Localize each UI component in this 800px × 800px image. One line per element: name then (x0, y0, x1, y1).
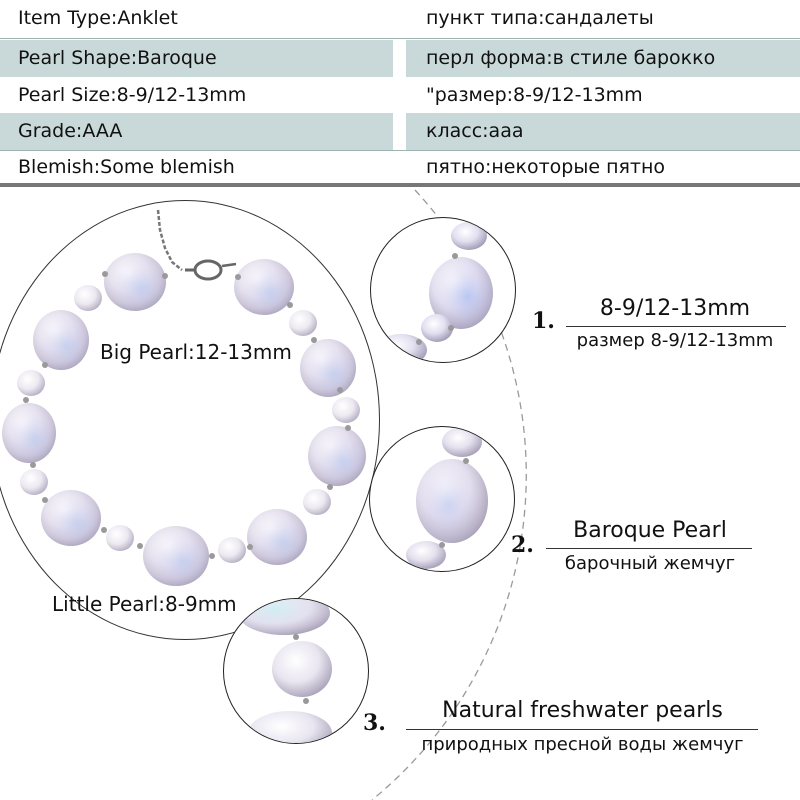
big-pearl-label: Big Pearl:12-13mm (100, 340, 292, 364)
spec-ru-item-type: пункт типа:сандалеты (426, 7, 654, 29)
bracelet-frame (0, 200, 380, 640)
feature-number-1: 1. (532, 308, 555, 334)
clasp-chain (156, 209, 237, 281)
caption-divider (406, 729, 758, 730)
little-pearl (20, 469, 48, 495)
caption-divider (546, 548, 752, 549)
spec-ru-pearl-shape: перл форма:в стиле барокко (406, 40, 800, 77)
bracelet-illustration (2, 209, 366, 586)
little-pearl-label: Little Pearl:8-9mm (52, 592, 237, 616)
pearl-closeup (406, 427, 488, 569)
detail-circle-size (370, 217, 516, 363)
spec-en-grade: Grade:AAA (0, 113, 393, 150)
feature-title-natural: Natural freshwater pearls (442, 698, 723, 723)
spec-row-grade: Grade:AAA класс:ааа (0, 113, 800, 150)
feature-subtitle-size: размер 8-9/12-13mm (576, 330, 774, 351)
feature-number-3: 3. (363, 710, 386, 736)
table-divider (0, 150, 800, 151)
spec-en-pearl-shape: Pearl Shape:Baroque (0, 40, 393, 77)
pearl-closeup (238, 599, 332, 743)
little-pearl (218, 537, 246, 563)
little-pearl (106, 525, 134, 551)
little-pearl (74, 285, 102, 311)
pearl-closeup (375, 222, 493, 362)
little-pearl (303, 489, 331, 515)
table-bottom-rule (0, 183, 800, 187)
little-pearl (17, 370, 45, 396)
feature-subtitle-natural: природных пресной воды жемчуг (421, 734, 744, 755)
feature-title-baroque: Baroque Pearl (573, 518, 727, 543)
spec-en-blemish: Blemish:Some blemish (18, 156, 235, 178)
spec-table: Item Type:Anklet пункт типа:сандалеты Pe… (0, 0, 800, 187)
spec-ru-blemish: пятно:некоторые пятно (426, 156, 666, 178)
detail-circle-natural (223, 598, 369, 744)
spec-row-pearl-size: Pearl Size:8-9/12-13mm "размер:8-9/12-13… (0, 77, 800, 114)
little-pearl (289, 310, 317, 336)
spec-ru-grade: класс:ааа (406, 113, 800, 150)
detail-circle-baroque (369, 426, 515, 572)
spacer-beads (23, 271, 351, 559)
spec-en-item-type: Item Type:Anklet (18, 7, 178, 29)
spec-row-pearl-shape: Pearl Shape:Baroque перл форма:в стиле б… (0, 40, 800, 77)
spec-ru-pearl-size: "размер:8-9/12-13mm (426, 84, 643, 106)
caption-divider (566, 326, 786, 327)
little-pearl (332, 397, 360, 423)
spec-row-blemish: Blemish:Some blemish пятно:некоторые пят… (0, 149, 800, 186)
little-pearls (17, 285, 360, 563)
big-pearls (2, 253, 366, 586)
spec-en-pearl-size: Pearl Size:8-9/12-13mm (18, 84, 247, 106)
feature-title-size: 8-9/12-13mm (599, 296, 751, 321)
feature-subtitle-baroque: барочный жемчуг (564, 553, 736, 574)
table-divider (0, 38, 800, 39)
spec-row-item-type: Item Type:Anklet пункт типа:сандалеты (0, 0, 800, 37)
feature-number-2: 2. (511, 532, 534, 558)
